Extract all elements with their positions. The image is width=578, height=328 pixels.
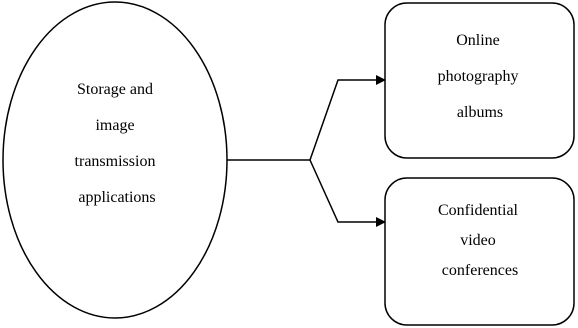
target-bottom-label-line-2: video bbox=[460, 232, 496, 249]
target-top-label-line-1: Online bbox=[456, 32, 500, 49]
target-top-label-line-2: photography bbox=[438, 68, 519, 85]
arrow-to-top-node bbox=[309, 75, 386, 161]
source-label-line-2: image bbox=[95, 117, 134, 134]
target-bottom-label-line-1: Confidential bbox=[438, 202, 519, 219]
target-top-node: Online photography albums bbox=[384, 2, 575, 159]
source-label-line-3: transmission bbox=[75, 153, 156, 170]
target-bottom-label-line-3: conferences bbox=[442, 262, 518, 279]
target-bottom-node: Confidential video conferences bbox=[384, 177, 575, 326]
target-bottom-box bbox=[384, 177, 575, 326]
source-label-line-4: applications bbox=[78, 189, 155, 206]
source-node: Storage and image transmission applicati… bbox=[2, 1, 228, 319]
target-top-box bbox=[384, 2, 575, 159]
target-bottom-label: Confidential video conferences bbox=[438, 202, 522, 279]
target-top-label-line-3: albums bbox=[457, 104, 503, 121]
arrow-to-bottom-node bbox=[309, 159, 386, 227]
connector-lines bbox=[227, 75, 386, 227]
source-label-line-1: Storage and bbox=[77, 81, 153, 98]
source-label: Storage and image transmission applicati… bbox=[75, 81, 160, 206]
target-top-label: Online photography albums bbox=[438, 32, 523, 121]
